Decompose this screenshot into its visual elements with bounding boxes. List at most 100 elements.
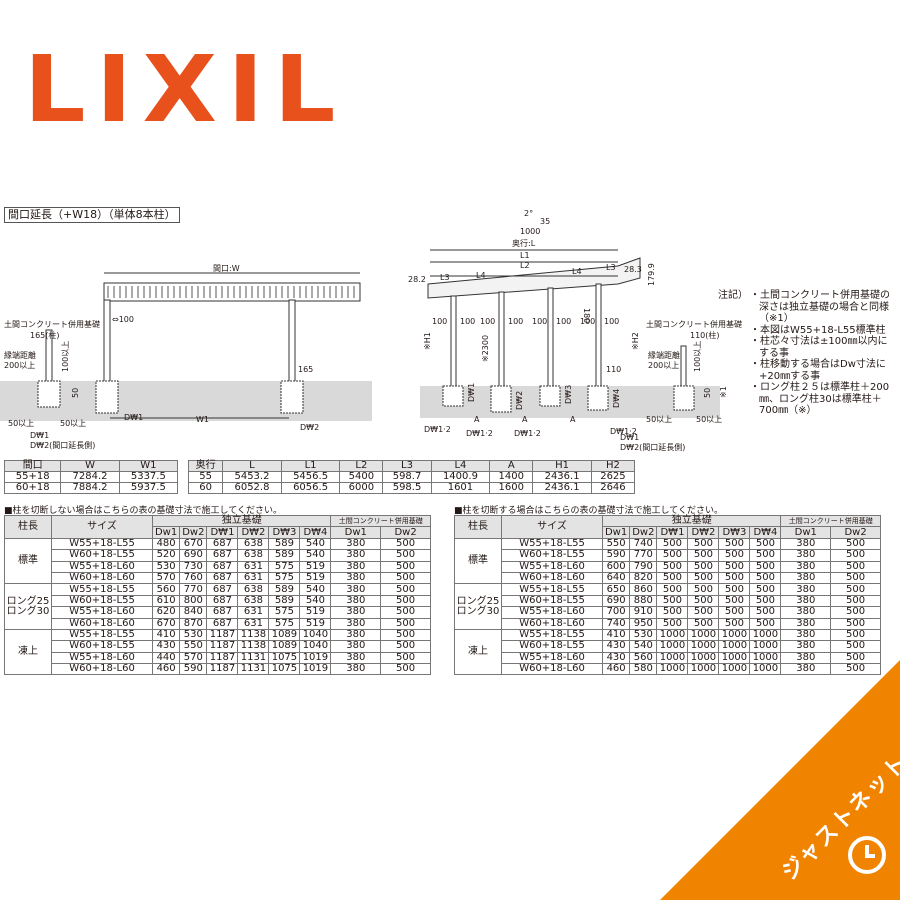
- table-header: Dw1: [601, 526, 631, 539]
- table-cell: 380: [780, 606, 832, 619]
- dim-label: 50以上: [696, 415, 722, 424]
- table-cell: 631: [237, 560, 270, 573]
- table-header: L3: [382, 460, 432, 472]
- table-cell: 500: [687, 549, 720, 562]
- table-header: 土間コンクリート併用基礎: [780, 514, 881, 528]
- table-cell: 530: [151, 560, 181, 573]
- table-header: Dw1: [151, 526, 181, 539]
- table-cell: 880: [629, 594, 658, 608]
- table-cell: 638: [237, 594, 270, 608]
- dim-label: 28.3: [624, 265, 642, 274]
- table-cell: 760: [179, 571, 208, 585]
- table-cell: W60+18-L60: [51, 571, 153, 585]
- table-cell: 1400: [489, 471, 534, 483]
- table-header: D₩1: [206, 526, 239, 539]
- table-cell: 500: [749, 606, 782, 619]
- table-cell: W55+18-L60: [501, 560, 603, 573]
- table-cell: 500: [687, 571, 720, 585]
- table-cell: 500: [830, 606, 881, 619]
- dim-label: 110(柱): [690, 330, 720, 340]
- table-cell: W55+18-L55: [51, 628, 153, 642]
- table-cell: 500: [380, 537, 431, 551]
- dim-label: 100: [508, 317, 523, 326]
- corner-badge[interactable]: ジャストネット: [660, 660, 900, 900]
- table-cell: 519: [299, 571, 332, 585]
- table-cell: 500: [656, 617, 689, 630]
- table-cell: W55+18-L60: [51, 651, 153, 665]
- dim-label: ⇔100: [112, 315, 134, 324]
- table-cell: 500: [830, 640, 881, 653]
- table-cell: 640: [601, 571, 631, 585]
- table-cell: 500: [380, 640, 431, 653]
- table-cell: 1000: [656, 640, 689, 653]
- table-cell: 687: [206, 549, 239, 562]
- table-cell: 500: [830, 583, 881, 596]
- table-cell: 1000: [749, 640, 782, 653]
- table-cell: 6052.8: [222, 482, 282, 494]
- table-cell: 1187: [206, 628, 239, 642]
- table-cell: 530: [179, 628, 208, 642]
- table-cell: 500: [830, 560, 881, 573]
- table-cell: 500: [656, 583, 689, 596]
- table-cell: 598.7: [382, 471, 432, 483]
- table-cell: 650: [601, 583, 631, 596]
- table-cell: 500: [380, 594, 431, 608]
- table-cell: 589: [268, 594, 301, 608]
- table-cell: 500: [749, 537, 782, 551]
- table-cell: 575: [268, 560, 301, 573]
- table-cell: 2436.1: [532, 471, 592, 483]
- table-cell: W60+18-L55: [51, 640, 153, 653]
- table-cell: 840: [179, 606, 208, 619]
- dim-label: ※2300: [481, 335, 490, 362]
- dim-label: L1: [520, 251, 530, 260]
- table-cell: 687: [206, 606, 239, 619]
- table-cell: W60+18-L60: [501, 571, 603, 585]
- dim-label: D₩2(間口延長側): [620, 442, 685, 452]
- table-header: 柱長: [4, 515, 52, 539]
- table-cell: 560: [151, 583, 181, 596]
- dim-label: D₩2: [515, 391, 524, 410]
- table-header: 間口: [3, 460, 62, 472]
- group-label: 凍上: [454, 628, 502, 676]
- table-header: 柱長: [454, 515, 502, 539]
- table-cell: 380: [330, 606, 382, 619]
- table-cell: 380: [780, 571, 832, 585]
- table-cell: 790: [629, 560, 658, 573]
- table-cell: 500: [656, 606, 689, 619]
- dim-label: W1: [196, 415, 209, 424]
- table-cell: 380: [330, 640, 382, 653]
- table-cell: 687: [206, 594, 239, 608]
- table-cell: 1019: [299, 663, 332, 676]
- dim-label: A: [522, 415, 528, 424]
- table-cell: 575: [268, 606, 301, 619]
- dim-label: 100以上: [693, 341, 702, 372]
- table-cell: 500: [656, 549, 689, 562]
- table-cell: 860: [629, 583, 658, 596]
- group-label: ロング25 ロング30: [454, 583, 502, 630]
- table-header: L4: [430, 460, 491, 472]
- table-cell: 631: [237, 617, 270, 630]
- left-table-caption: ■柱を切断しない場合はこちらの表の基礎寸法で施工してください。: [4, 506, 282, 516]
- table-header: D₩1: [656, 526, 689, 539]
- dim-label: D₩1: [124, 413, 143, 422]
- dim-label: 50以上: [8, 419, 34, 428]
- table-cell: 2646: [590, 482, 636, 494]
- table-header: サイズ: [501, 515, 603, 539]
- table-cell: 590: [601, 549, 631, 562]
- table-cell: 500: [830, 571, 881, 585]
- table-cell: 500: [718, 549, 751, 562]
- table-cell: 380: [330, 628, 382, 642]
- table-cell: 519: [299, 606, 332, 619]
- table-cell: 500: [380, 617, 431, 630]
- dim-label: L3: [440, 273, 450, 282]
- dim-label: L4: [572, 267, 582, 276]
- table-cell: 500: [718, 560, 751, 573]
- table-cell: 1089: [268, 640, 301, 653]
- table-cell: 1600: [489, 482, 534, 494]
- table-header: Dw2: [629, 526, 658, 539]
